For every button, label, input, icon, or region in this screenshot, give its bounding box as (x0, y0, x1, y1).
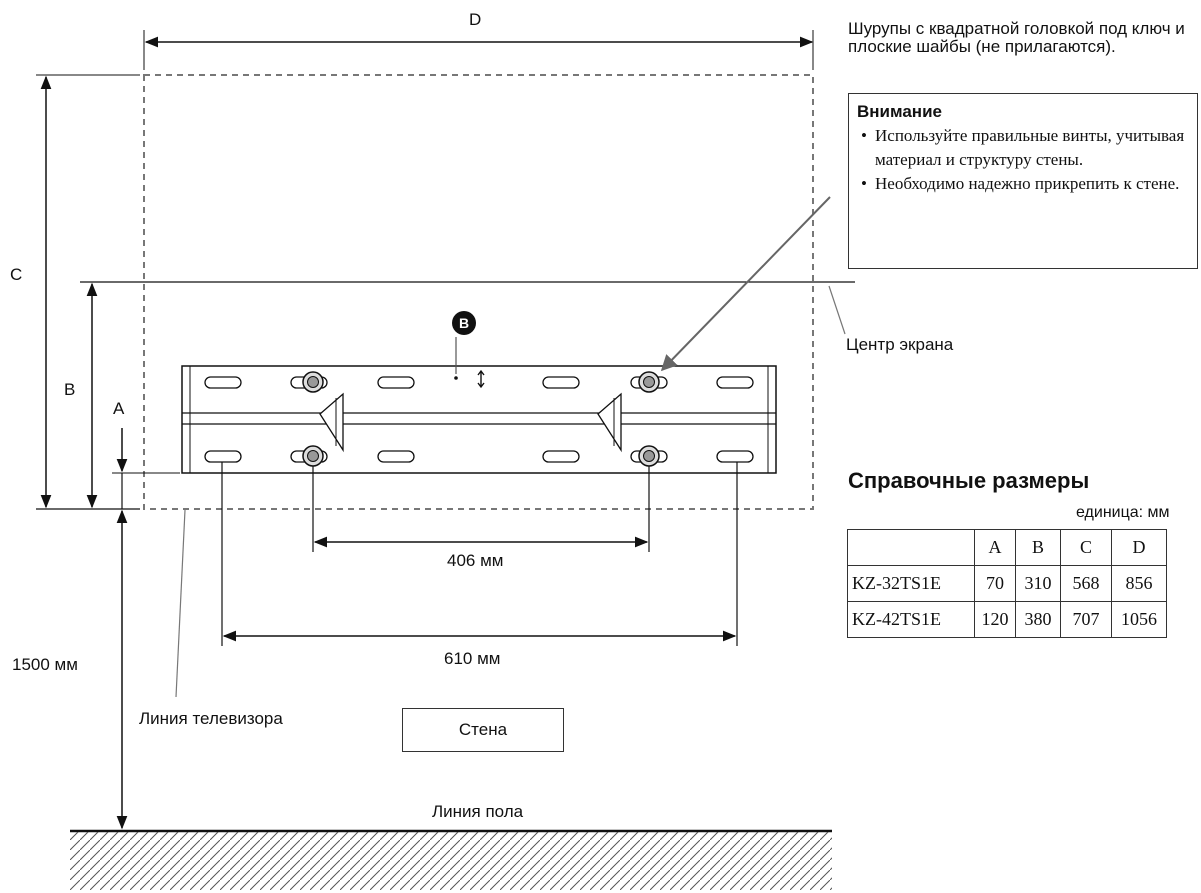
table-cell: 380 (1015, 601, 1061, 638)
caution-item: •Используйте правильные винты, учитывая … (861, 126, 1185, 169)
wall-bracket (181, 365, 777, 474)
caution-list: •Используйте правильные винты, учитывая … (857, 124, 1189, 196)
dim-a-label: A (113, 399, 125, 418)
dim-d-label: D (469, 10, 482, 29)
table-cell: KZ-32TS1E (847, 565, 975, 602)
table-cell: 120 (974, 601, 1016, 638)
screw-top-left (302, 371, 324, 393)
table-header-row: A B C D (847, 529, 1167, 566)
table-header-cell: C (1060, 529, 1112, 566)
screw-bottom-left (302, 445, 324, 467)
table-cell: 70 (974, 565, 1016, 602)
floor-hatch (70, 832, 832, 890)
table-cell: 856 (1111, 565, 1167, 602)
dim-b-label: B (64, 380, 76, 399)
screw-bottom-right (638, 445, 660, 467)
table-cell: 310 (1015, 565, 1061, 602)
dim-1500-label: 1500 мм (12, 655, 78, 674)
caution-title: Внимание (857, 102, 942, 121)
table-cell: 1056 (1111, 601, 1167, 638)
wall-label-box: Стена (402, 708, 564, 752)
dim-406-label: 406 мм (447, 551, 504, 570)
table-header-cell: D (1111, 529, 1167, 566)
table-row: KZ-42TS1E 120 380 707 1056 (847, 601, 1167, 638)
table-cell: 707 (1060, 601, 1112, 638)
table-header-cell (847, 529, 975, 566)
screws-note: Шурупы с квадратной головкой под ключ и … (848, 19, 1185, 56)
caution-box: Внимание •Используйте правильные винты, … (848, 93, 1198, 269)
dim-610-label: 610 мм (444, 649, 501, 668)
caution-item: •Необходимо надежно прикрепить к стене. (861, 174, 1180, 193)
screw-pointer-line (660, 196, 831, 372)
table-header-cell: A (974, 529, 1016, 566)
table-header-cell: B (1015, 529, 1061, 566)
tv-line-label: Линия телевизора (139, 709, 283, 728)
part-b-badge: B (452, 311, 476, 335)
reference-unit: единица: мм (1076, 504, 1170, 521)
table-cell: 568 (1060, 565, 1112, 602)
floor-line-label: Линия пола (432, 802, 524, 821)
table-row: KZ-32TS1E 70 310 568 856 (847, 565, 1167, 602)
reference-title: Справочные размеры (848, 468, 1090, 493)
level-arrow-icon (477, 369, 485, 389)
tv-outline (143, 74, 814, 510)
table-cell: KZ-42TS1E (847, 601, 975, 638)
reference-table: A B C D KZ-32TS1E 70 310 568 856 KZ-42TS… (847, 529, 1167, 638)
wall-label: Стена (458, 720, 508, 739)
screw-top-right (638, 371, 660, 393)
screen-center-label: Центр экрана (846, 335, 954, 354)
dim-c-label: C (10, 265, 23, 284)
